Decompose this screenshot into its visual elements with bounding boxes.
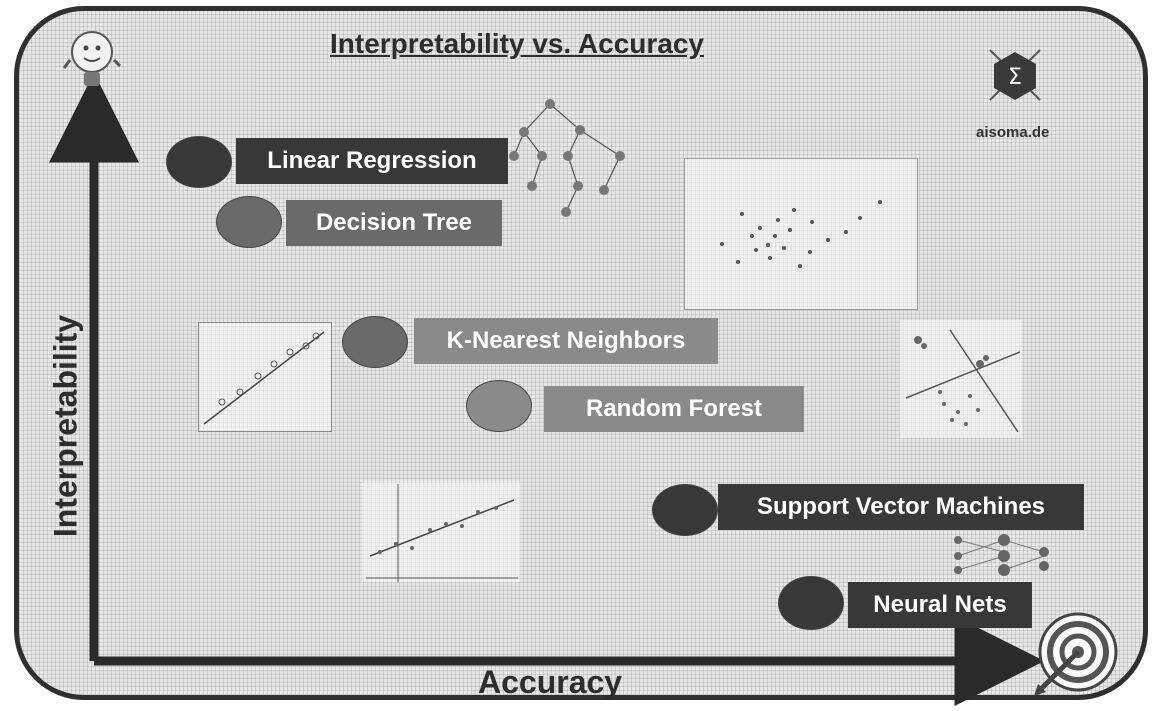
svg-text:Σ: Σ	[1008, 65, 1022, 90]
neural-nets-marker	[778, 576, 844, 630]
page-title: Interpretability vs. Accuracy	[330, 28, 705, 59]
decision-tree-marker	[216, 196, 282, 248]
random-forest-marker	[466, 380, 532, 432]
linear-regression-marker	[166, 136, 232, 188]
neural-nets-label: Neural Nets	[848, 582, 1032, 628]
linear-fit-thumbnail	[362, 482, 520, 582]
random-forest-label: Random Forest	[544, 386, 804, 432]
k-nearest-neighbors-marker	[342, 316, 408, 368]
support-vector-machines-marker	[652, 484, 718, 536]
support-vector-machines-label: Support Vector Machines	[718, 484, 1084, 530]
k-nearest-neighbors-label: K-Nearest Neighbors	[414, 318, 718, 364]
scatter-plot-thumbnail	[684, 158, 918, 310]
x-axis-label: Accuracy	[478, 664, 623, 700]
brand-label: aisoma.de	[976, 124, 1050, 141]
linear-regression-label: Linear Regression	[236, 138, 508, 184]
decision-tree-label: Decision Tree	[286, 200, 502, 246]
